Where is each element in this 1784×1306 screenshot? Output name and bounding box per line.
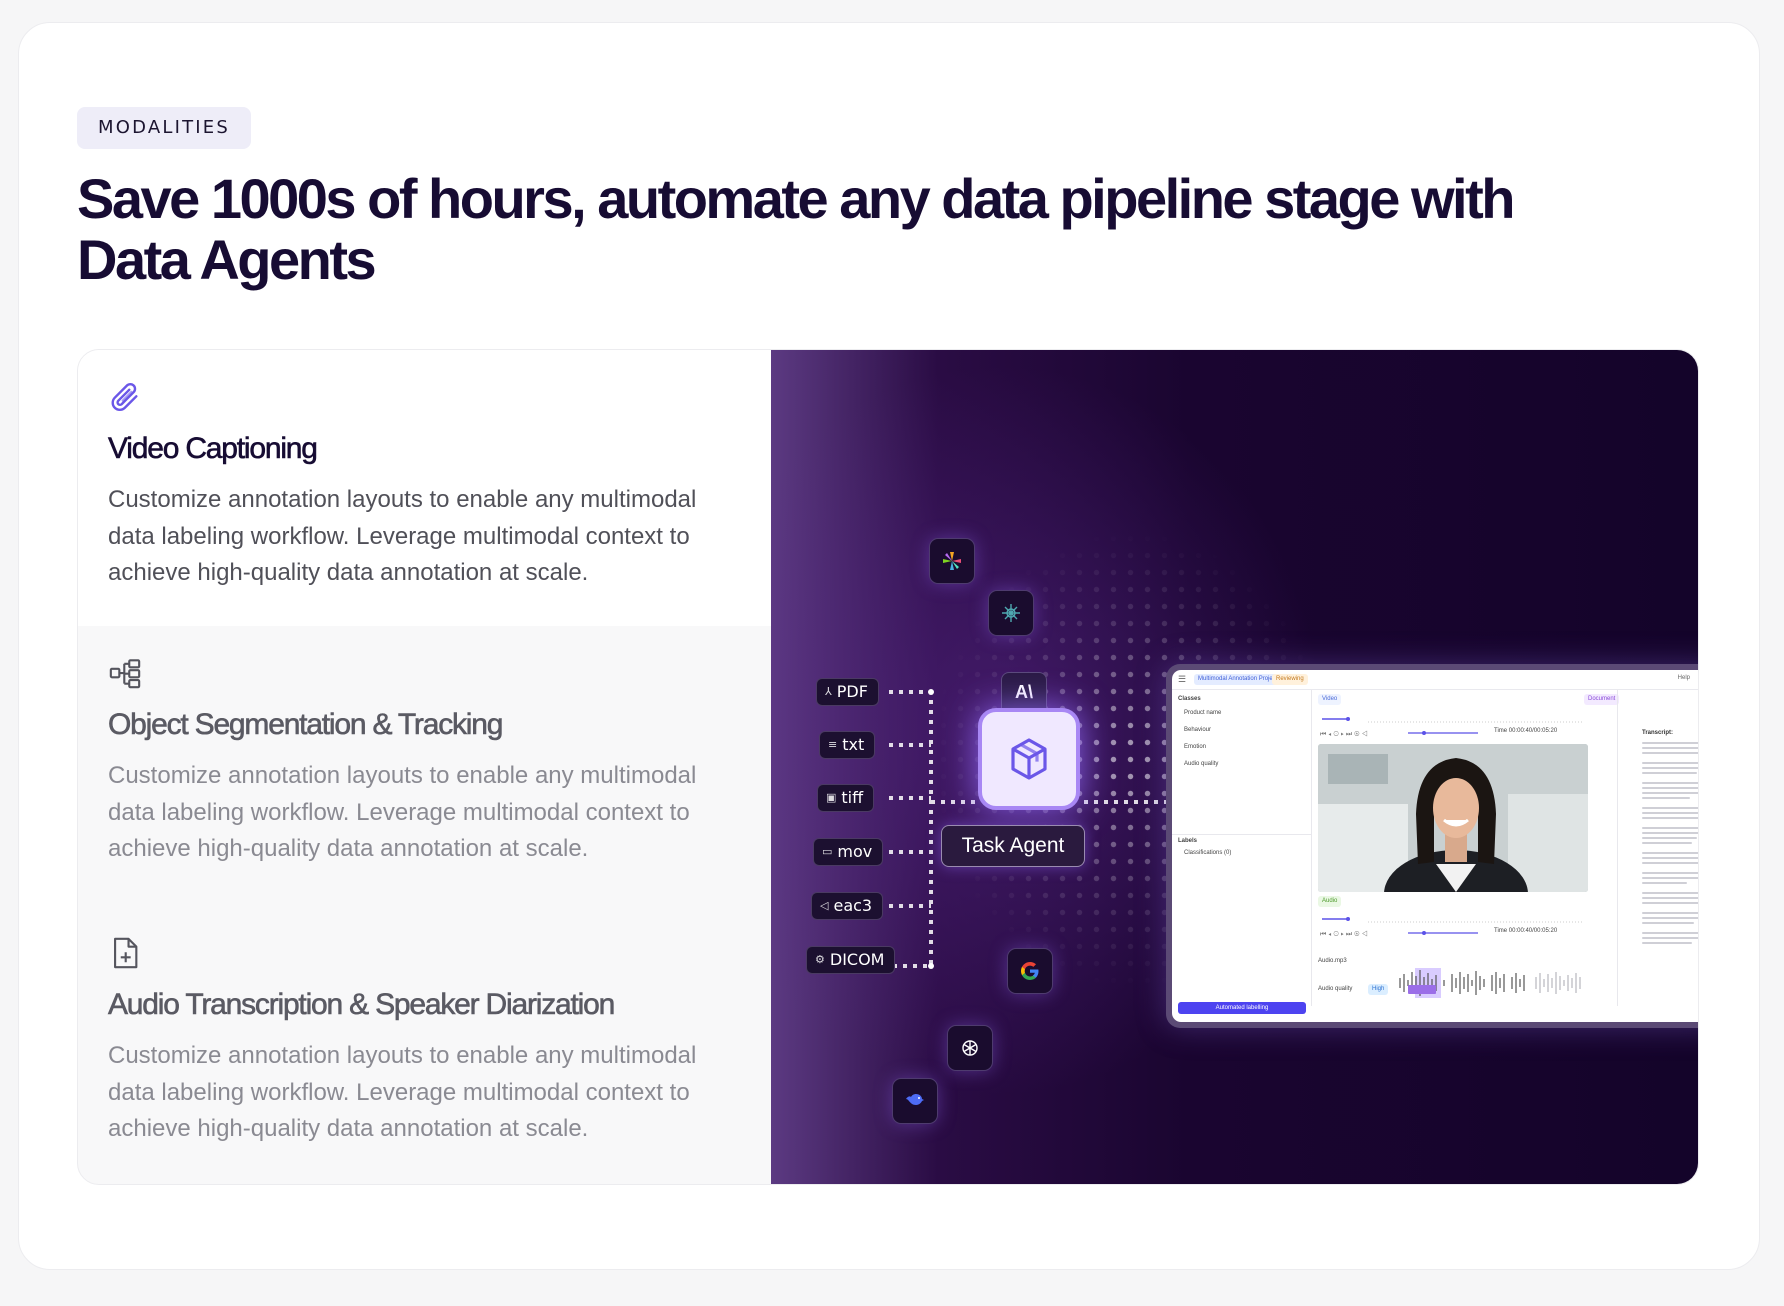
class-item[interactable]: Behaviour	[1184, 727, 1212, 733]
connector-lines	[889, 689, 1166, 969]
audio-controls[interactable]: ⏮ ◂ ⊙ ▸ ⏭ ⊛ ◁ Time 00:00:40/00:05:20	[1318, 926, 1588, 938]
tab-document[interactable]: Document	[1584, 694, 1620, 705]
audio-file-name: Audio.mp3	[1318, 958, 1347, 964]
feature-title: Object Segmentation & Tracking	[108, 708, 504, 742]
audio-quality-label: Audio quality	[1318, 986, 1353, 992]
playback-controls: ⏮ ◂ ⊙ ▸ ⏭ ⊛ ◁	[1320, 730, 1478, 738]
file-plus-icon	[114, 937, 138, 969]
chip-label: txt	[842, 735, 865, 754]
time-readout: Time 00:00:40/00:05:20	[1494, 728, 1558, 734]
whale-logo-icon	[892, 1078, 938, 1124]
status-pill: Reviewing	[1272, 674, 1308, 685]
menu-icon[interactable]: ☰	[1178, 674, 1187, 684]
labels-item: Classifications (0)	[1184, 850, 1232, 856]
svg-text:⏮ ◂ ⊙ ▸ ⏭ ⊛ ◁: ⏮ ◂ ⊙ ▸ ⏭ ⊛ ◁	[1320, 930, 1368, 938]
chip-label: tiff	[841, 788, 864, 807]
hierarchy-icon	[109, 659, 141, 689]
openai-logo-icon	[947, 1025, 993, 1071]
google-logo-icon	[1007, 948, 1053, 994]
svg-text:⏮ ◂ ⊙ ▸ ⏭ ⊛ ◁: ⏮ ◂ ⊙ ▸ ⏭ ⊛ ◁	[1320, 730, 1368, 738]
agent-illustration: ⅄ PDF ≡ txt ▣ tiff ▭ mov ◁ eac3 ⚙ DICOM A\ Tas…	[771, 350, 1698, 1184]
feature-description: Customize annotation layouts to enable a…	[108, 762, 697, 862]
task-agent-label: Task Agent	[941, 825, 1085, 867]
audio-quality-segment[interactable]	[1408, 985, 1436, 994]
feature-list: Video Captioning Customize annotation la…	[78, 350, 771, 1184]
labels-title: Labels	[1178, 838, 1198, 844]
audio-ruler	[1318, 910, 1588, 923]
audio-waveform	[1399, 968, 1581, 998]
video-controls[interactable]: ⏮ ◂ ⊙ ▸ ⏭ ⊛ ◁ Time 00:00:40/00:05:20	[1318, 726, 1588, 738]
task-agent-node[interactable]	[978, 708, 1080, 810]
annotation-app-screenshot: ☰ Multimodal Annotation Project Reviewin…	[1166, 664, 1698, 1028]
feature-item-object-segmentation[interactable]: Object Segmentation & Tracking Customize…	[78, 626, 771, 868]
class-item[interactable]: Audio quality	[1184, 761, 1219, 767]
audio-playback-controls: ⏮ ◂ ⊙ ▸ ⏭ ⊛ ◁	[1320, 930, 1478, 938]
feature-description: Customize annotation layouts to enable a…	[108, 1042, 697, 1142]
chip-label: mov	[837, 842, 873, 861]
text-icon: ≡	[828, 738, 838, 751]
pdf-icon: ⅄	[825, 685, 832, 698]
cube-icon	[1011, 738, 1047, 780]
chip-label: DICOM	[829, 950, 885, 969]
audio-quality-value: High	[1368, 984, 1389, 995]
chip-label: eac3	[833, 896, 873, 915]
timeline-ticks	[1322, 717, 1584, 723]
file-chip-pdf: ⅄ PDF	[816, 678, 879, 706]
automated-labelling-button[interactable]: Automated labelling	[1178, 1002, 1306, 1014]
app-topbar: ☰ Multimodal Annotation Project Reviewin…	[1172, 670, 1698, 690]
feature-title: Audio Transcription & Speaker Diarizatio…	[108, 988, 616, 1022]
class-item[interactable]: Emotion	[1184, 744, 1207, 750]
pinwheel-logo-icon	[929, 538, 975, 584]
audio-time-readout: Time 00:00:40/00:05:20	[1494, 928, 1558, 934]
feature-item-video-captioning[interactable]: Video Captioning Customize annotation la…	[78, 350, 771, 626]
class-item[interactable]: Product name	[1184, 710, 1222, 716]
section-headline: Save 1000s of hours, automate any data p…	[77, 167, 1515, 291]
feature-title: Video Captioning	[108, 432, 319, 466]
file-chip-eac3: ◁ eac3	[811, 892, 884, 920]
modalities-panel: Video Captioning Customize annotation la…	[77, 349, 1699, 1185]
audio-track-label: Audio	[1318, 896, 1342, 907]
help-link[interactable]: Help	[1677, 675, 1690, 681]
file-chip-mov: ▭ mov	[813, 838, 884, 866]
file-chip-txt: ≡ txt	[819, 731, 876, 759]
video-frame[interactable]	[1318, 744, 1588, 892]
paperclip-icon	[111, 382, 138, 412]
file-chip-tiff: ▣ tiff	[817, 784, 875, 812]
neural-logo-icon	[988, 590, 1034, 636]
chip-label: PDF	[836, 682, 868, 701]
classes-sidebar: Classes Product name Behaviour Emotion A…	[1172, 690, 1312, 1006]
project-pill: Multimodal Annotation Project	[1194, 674, 1282, 685]
feature-description: Customize annotation layouts to enable a…	[108, 486, 697, 586]
feature-item-audio-transcription[interactable]: Audio Transcription & Speaker Diarizatio…	[78, 906, 771, 1148]
transcript-title: Transcript:	[1642, 730, 1674, 736]
file-chip-dicom: ⚙ DICOM	[806, 946, 896, 974]
anthropic-logo-icon: A\	[1001, 672, 1047, 712]
section-badge: MODALITIES	[77, 107, 251, 149]
video-icon: ▭	[822, 845, 833, 858]
audio-ticks	[1322, 917, 1584, 923]
audio-icon: ◁	[820, 899, 829, 912]
speaker-portrait	[1318, 744, 1588, 892]
image-icon: ▣	[826, 791, 837, 804]
timeline-ruler	[1318, 710, 1588, 723]
tab-video[interactable]: Video	[1318, 694, 1342, 705]
dicom-icon: ⚙	[815, 953, 825, 966]
transcript-panel: Transcript:	[1617, 690, 1698, 1006]
classes-title: Classes	[1178, 696, 1201, 702]
